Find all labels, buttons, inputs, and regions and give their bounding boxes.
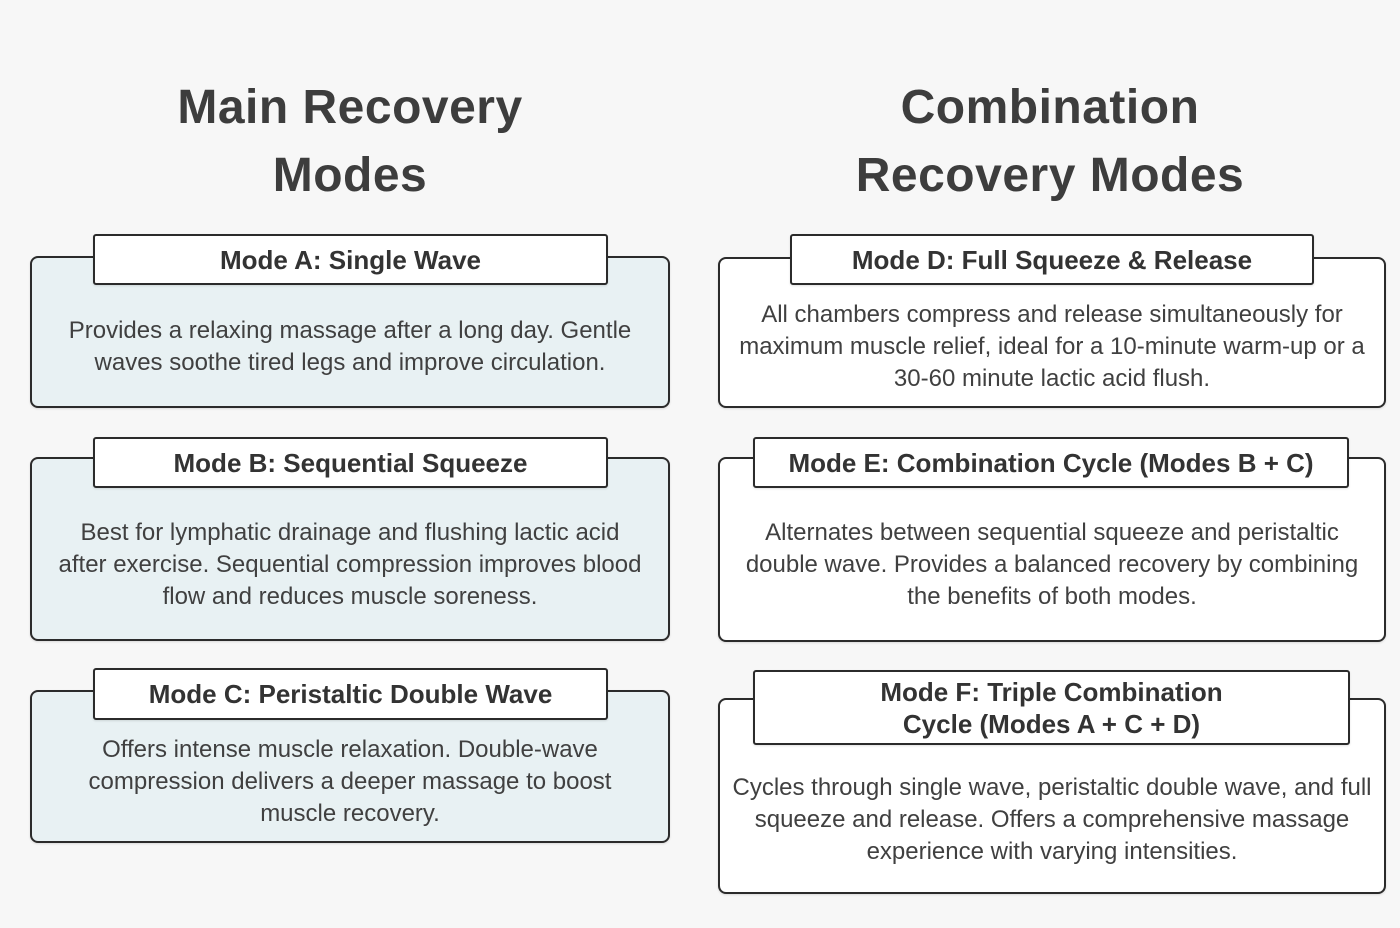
card-mode-e: Mode E: Combination Cycle (Modes B + C) … xyxy=(718,437,1386,642)
card-mode-d: Mode D: Full Squeeze & Release All chamb… xyxy=(718,234,1386,408)
card-title-mode-b: Mode B: Sequential Squeeze xyxy=(93,437,608,488)
heading-main-recovery-modes: Main Recovery Modes xyxy=(177,81,523,203)
card-title-mode-a: Mode A: Single Wave xyxy=(93,234,608,285)
card-body-text: Cycles through single wave, peristaltic … xyxy=(732,773,1372,865)
card-title-text: Mode B: Sequential Squeeze xyxy=(173,447,528,478)
card-mode-f: Mode F: Triple Combination Cycle (Modes … xyxy=(718,670,1386,894)
heading-combination-recovery-modes: Combination Recovery Modes xyxy=(855,81,1245,203)
card-body-text: Provides a relaxing massage after a long… xyxy=(68,316,632,376)
card-title-mode-e: Mode E: Combination Cycle (Modes B + C) xyxy=(753,437,1349,488)
card-title-text: Mode C: Peristaltic Double Wave xyxy=(148,679,553,709)
card-mode-c: Mode C: Peristaltic Double Wave Offers i… xyxy=(30,668,670,843)
card-body-text: Alternates between sequential squeeze an… xyxy=(745,519,1359,610)
card-title-text: Mode D: Full Squeeze & Release xyxy=(851,244,1253,275)
card-title-mode-c: Mode C: Peristaltic Double Wave xyxy=(93,668,608,720)
card-body-text: Best for lymphatic drainage and flushing… xyxy=(58,518,642,610)
card-body-text: All chambers compress and release simult… xyxy=(739,300,1365,392)
card-mode-a: Mode A: Single Wave Provides a relaxing … xyxy=(30,234,670,408)
card-title-mode-f: Mode F: Triple Combination Cycle (Modes … xyxy=(753,670,1350,745)
card-title-mode-d: Mode D: Full Squeeze & Release xyxy=(790,234,1314,285)
card-title-text: Mode E: Combination Cycle (Modes B + C) xyxy=(788,447,1314,478)
card-title-text: Mode F: Triple Combination Cycle (Modes … xyxy=(880,676,1223,739)
card-mode-b: Mode B: Sequential Squeeze Best for lymp… xyxy=(30,437,670,641)
card-title-text: Mode A: Single Wave xyxy=(220,244,481,275)
card-body-text: Offers intense muscle relaxation. Double… xyxy=(88,735,612,827)
